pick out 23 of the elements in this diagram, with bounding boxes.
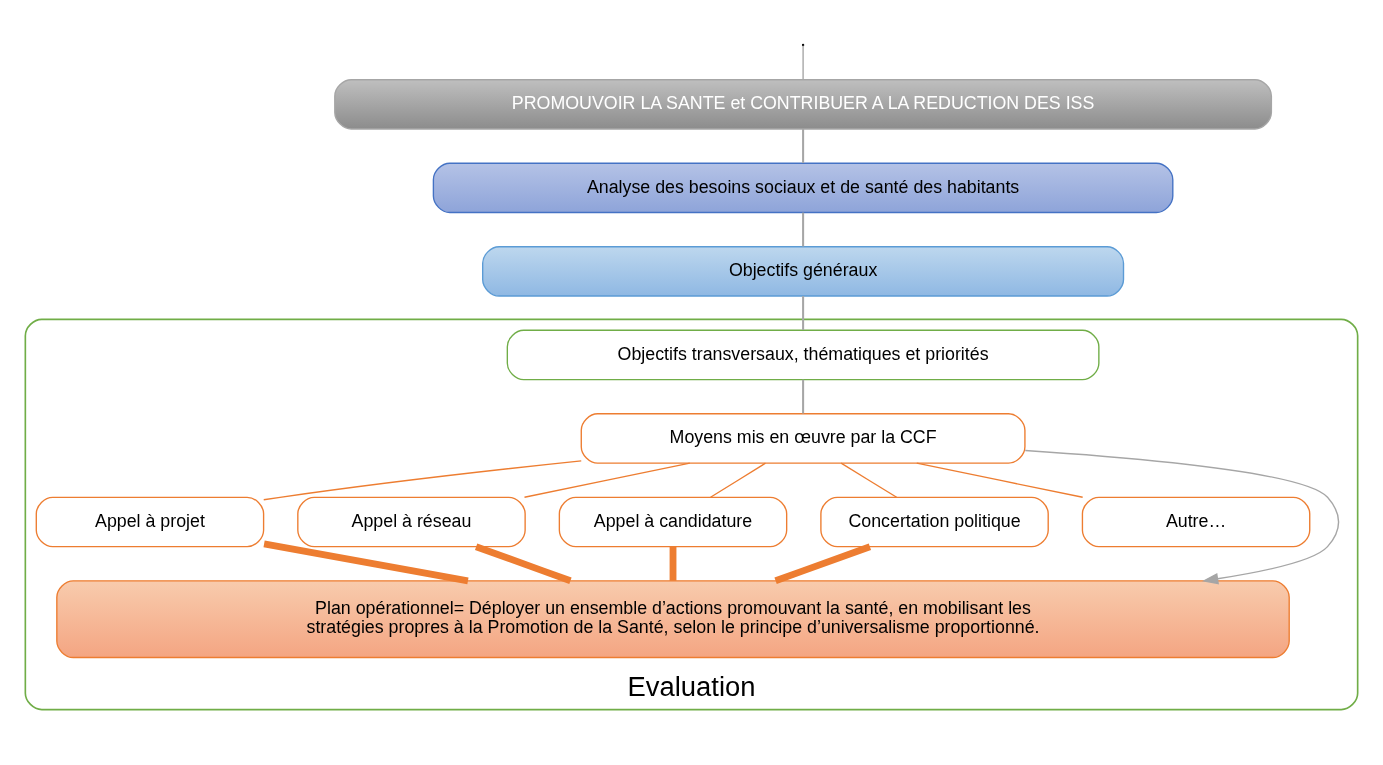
- node-box: PROMOUVOIR LA SANTE et CONTRIBUER A LA REDUCTION DES ISS: [334, 79, 1273, 130]
- connector: [263, 460, 582, 501]
- connector: [802, 379, 805, 414]
- connector: [802, 129, 805, 163]
- connector: [709, 462, 767, 498]
- node-box: Objectifs généraux: [482, 246, 1125, 297]
- connector: [802, 212, 805, 247]
- connector: [802, 296, 805, 330]
- node-box: Appel à candidature: [558, 496, 788, 548]
- node-box: Moyens mis en œuvre par la CCF: [580, 413, 1026, 464]
- node-box: Concertation politique: [820, 496, 1049, 548]
- node-box: Appel à réseau: [297, 496, 526, 548]
- connector: [523, 462, 691, 498]
- node-box: Plan opérationnel= Déployer un ensemble d’actions promouvant la santé, en mobilisant les stratégies propres à la Promotion de la Santé, selon le principe d’universalisme proportionné.: [56, 580, 1290, 659]
- arrow: [1024, 449, 1340, 585]
- connector: [916, 462, 1084, 498]
- connector: [669, 546, 677, 581]
- connector: [840, 462, 898, 498]
- node-box: Objectifs transversaux, thématiques et priorités: [506, 329, 1100, 381]
- node-box: Appel à projet: [35, 496, 265, 548]
- connector: [802, 44, 804, 81]
- node-box: Analyse des besoins sociaux et de santé des habitants: [432, 162, 1174, 214]
- node-box: Autre…: [1081, 496, 1311, 548]
